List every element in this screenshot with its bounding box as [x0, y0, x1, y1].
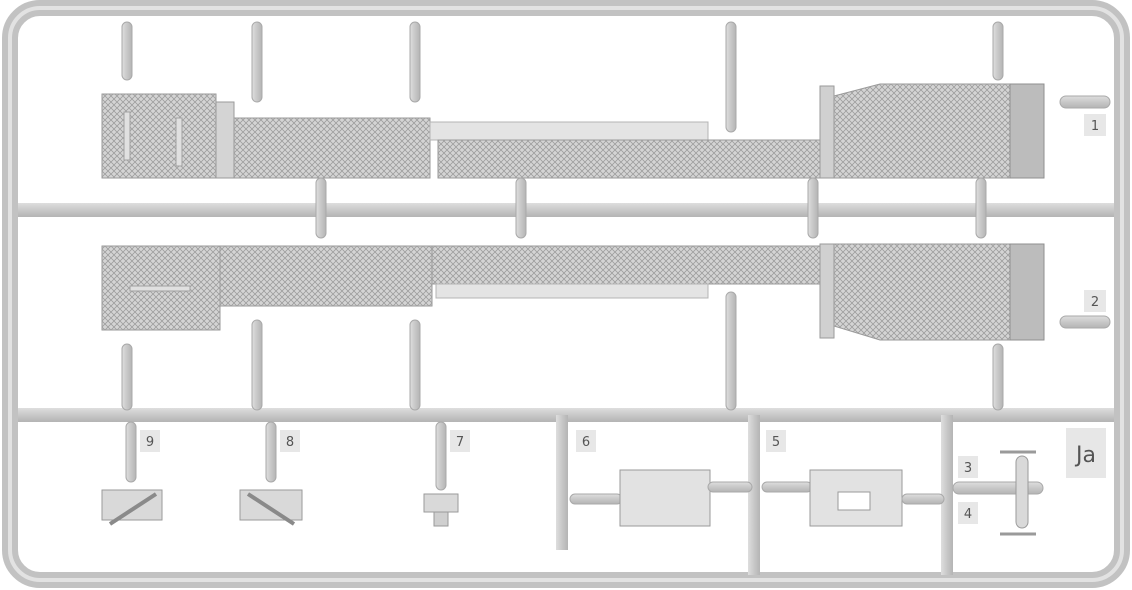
svg-text:8: 8	[286, 435, 294, 450]
part-1-walkway	[101, 83, 1045, 179]
svg-text:1: 1	[1091, 119, 1099, 134]
number-tag-1: 1	[1084, 114, 1106, 136]
sprue-code-tag: Ja	[1066, 428, 1106, 478]
svg-text:3: 3	[964, 461, 972, 476]
part-6-box: 6	[569, 430, 753, 527]
svg-text:5: 5	[772, 435, 780, 450]
svg-text:7: 7	[456, 435, 464, 450]
part-9-bracket: 9	[101, 421, 163, 526]
svg-text:4: 4	[964, 507, 972, 522]
part-7-small: 7	[423, 421, 470, 527]
part-5-box: 5	[761, 430, 945, 527]
parts-3-4-handles: 3 4	[952, 450, 1044, 536]
gates-top	[121, 21, 1004, 411]
svg-text:Ja: Ja	[1074, 443, 1096, 468]
svg-text:9: 9	[146, 435, 154, 450]
part-2-walkway	[101, 243, 1045, 341]
part-8-bracket: 8	[239, 421, 303, 526]
svg-text:2: 2	[1091, 295, 1099, 310]
number-tag-2: 2	[1084, 290, 1106, 312]
runner-middle	[18, 203, 1114, 217]
svg-text:6: 6	[582, 435, 590, 450]
